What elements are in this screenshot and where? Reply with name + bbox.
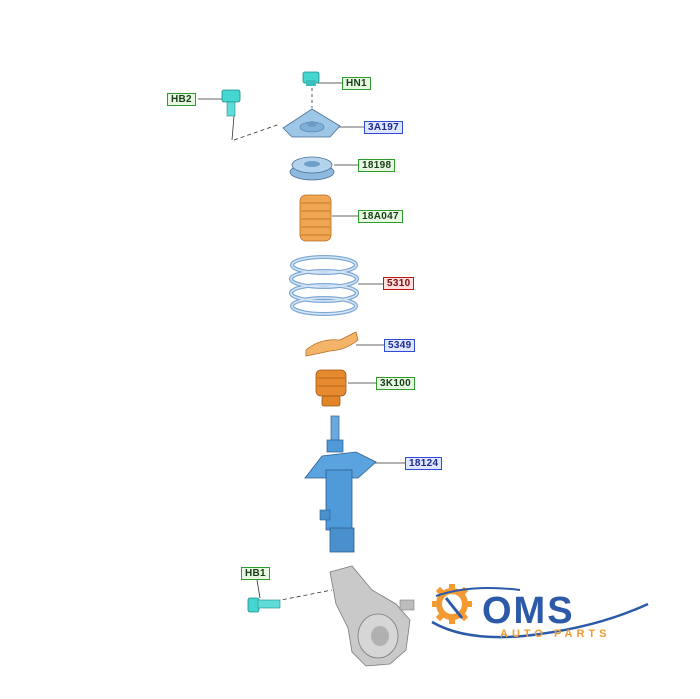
top-mount-3a197 <box>282 108 341 138</box>
logo-brand: OMS <box>482 590 575 632</box>
nut-hn1 <box>302 71 320 86</box>
dust-boot-18a047 <box>299 194 332 242</box>
callout-18198[interactable]: 18198 <box>358 159 396 172</box>
callout-18124[interactable]: 18124 <box>405 457 443 470</box>
bearing-18198 <box>289 156 335 181</box>
callout-3a197[interactable]: 3A197 <box>364 121 403 134</box>
callout-5310[interactable]: 5310 <box>383 277 415 290</box>
callout-5349[interactable]: 5349 <box>384 339 416 352</box>
bolt-hb2 <box>221 89 241 117</box>
callout-hb1[interactable]: HB1 <box>241 567 270 580</box>
callout-3k100[interactable]: 3K100 <box>376 377 415 390</box>
bump-stop-3k100 <box>315 369 347 407</box>
spring-highlight <box>290 256 358 315</box>
shock-absorber-18124 <box>304 415 377 553</box>
steering-knuckle <box>329 565 415 667</box>
callout-hn1[interactable]: HN1 <box>342 77 371 90</box>
callout-hb2[interactable]: HB2 <box>167 93 196 106</box>
bolt-hb1 <box>247 597 281 613</box>
callout-18a047[interactable]: 18A047 <box>358 210 403 223</box>
logo-swoosh <box>431 587 649 639</box>
logo-tagline: AUTO PARTS <box>500 628 611 640</box>
spring-insulator-5349 <box>305 331 359 357</box>
